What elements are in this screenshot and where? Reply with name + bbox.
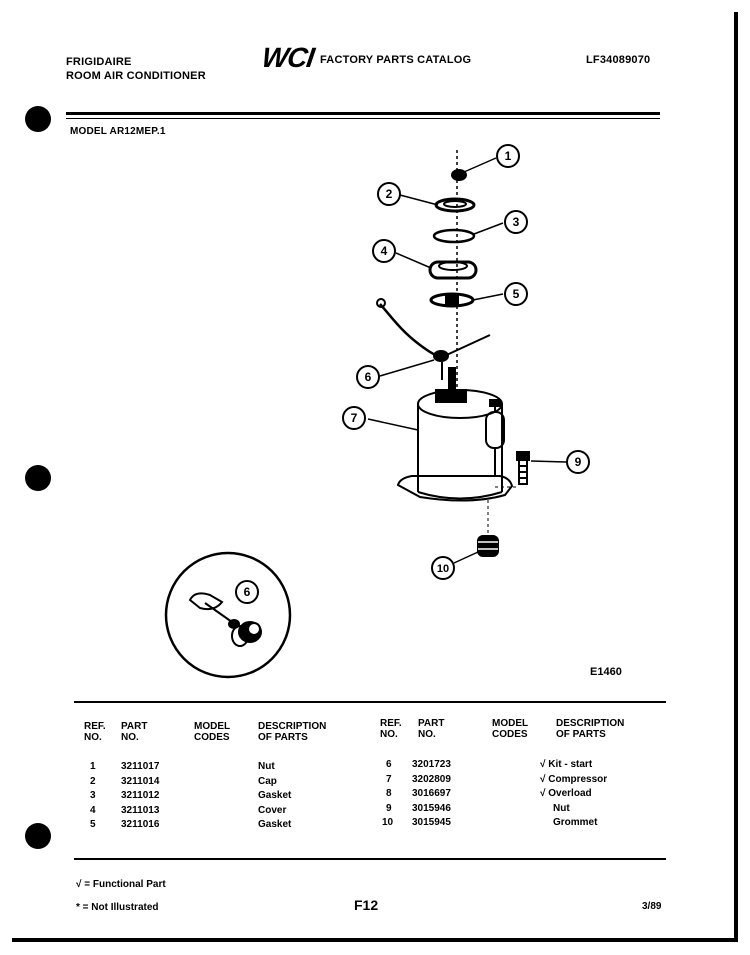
catalog-number: LF34089070 — [586, 54, 651, 66]
right-ref-column: 6 7 8 9 10 — [382, 759, 394, 828]
callout-5: 5 — [513, 287, 520, 301]
inset-detail-circle — [164, 551, 292, 679]
table-row: 3 — [90, 790, 96, 801]
table-row: 2 — [90, 775, 96, 787]
page-number: F12 — [354, 897, 379, 913]
callout-10: 10 — [437, 563, 449, 575]
callout-7: 7 — [351, 411, 358, 425]
gasket-part-upper — [432, 228, 476, 244]
callout-1: 1 — [505, 149, 512, 163]
header-ref-right: REF.NO. — [380, 718, 402, 740]
product-name: ROOM AIR CONDITIONER — [66, 70, 206, 82]
table-row: 5 — [90, 819, 96, 830]
grommet-part — [477, 535, 499, 557]
binder-hole-top — [25, 106, 51, 132]
table-rule-bottom — [74, 858, 666, 860]
catalog-title: FACTORY PARTS CATALOG — [320, 54, 472, 66]
binder-hole-bottom — [25, 823, 51, 849]
callout-6: 6 — [365, 370, 372, 384]
page-border — [12, 12, 738, 942]
callout-4: 4 — [381, 244, 388, 258]
left-desc-column: Nut Cap Gasket Cover Gasket — [258, 761, 292, 830]
catalog-date: 3/89 — [642, 901, 662, 912]
compressor-part — [396, 367, 514, 502]
callout-9: 9 — [575, 455, 582, 469]
figure-code: E1460 — [590, 666, 622, 678]
right-desc-column: √ Kit - start √ Compressor √ Overload Nu… — [540, 759, 608, 828]
legend-functional-part: √ = Functional Part — [76, 879, 166, 890]
table-rule-top — [74, 701, 666, 703]
table-row: 1 — [90, 761, 96, 772]
right-part-column: 3201723 3202809 3016697 3015946 3015945 — [412, 759, 451, 828]
header-rule-top — [66, 112, 660, 115]
left-part-column: 3211017 3211014 3211012 3211013 3211016 — [121, 761, 160, 830]
header-rule-bottom — [66, 118, 660, 119]
left-ref-column: 1 2 3 4 5 — [90, 760, 96, 833]
callout-3: 3 — [513, 215, 520, 229]
nut-part — [451, 169, 467, 181]
binder-hole-middle — [25, 465, 51, 491]
model-number: MODEL AR12MEP.1 — [70, 126, 166, 137]
callout-2: 2 — [386, 187, 393, 201]
table-row: 4 — [90, 804, 96, 816]
mount-nut-part — [516, 451, 530, 485]
start-kit-wire — [379, 303, 442, 358]
inset-callout-6: 6 — [244, 585, 251, 599]
header-ref-left: REF.NO. — [84, 721, 106, 743]
brand-name: FRIGIDAIRE — [66, 56, 132, 68]
legend-not-illustrated: * = Not Illustrated — [76, 902, 159, 913]
